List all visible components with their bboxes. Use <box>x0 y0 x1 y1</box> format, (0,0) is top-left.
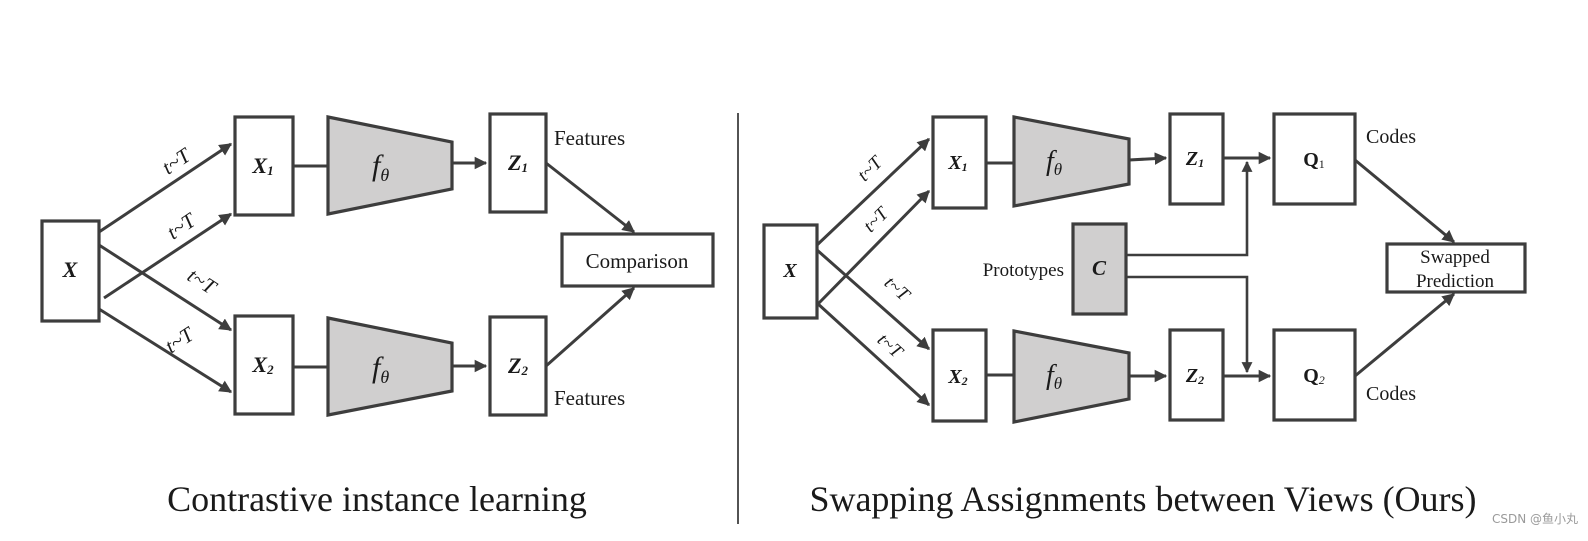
left-aug-label-1: t~T <box>157 142 195 179</box>
left-view2-label: X2 <box>251 352 274 377</box>
right-q1-to-swapped <box>1354 158 1455 244</box>
right-view1-box <box>931 115 988 210</box>
right-view2-label: X2 <box>947 366 967 388</box>
right-aug-label-3: t~T <box>880 272 915 306</box>
watermark: CSDN @鱼小丸 <box>1492 512 1578 526</box>
right-aug-edge-3 <box>815 189 931 307</box>
right-q1-label: Q1 <box>1303 149 1325 171</box>
right-aug-label-1: t~T <box>853 151 887 185</box>
right-z2-label: Z2 <box>1185 365 1204 387</box>
right-caption: Swapping Assignments between Views (Ours… <box>809 479 1476 519</box>
left-comparison-label: Comparison <box>586 249 689 273</box>
left-aug-edge-1 <box>98 142 233 234</box>
right-input-box <box>762 223 819 320</box>
right-input-label: X <box>782 260 797 282</box>
right-prototypes-label: Prototypes <box>983 260 1064 281</box>
right-swapped-line1: Swapped <box>1420 247 1490 268</box>
right-aug-edge-2 <box>816 248 930 351</box>
right-swapped-box <box>1385 242 1527 294</box>
right-view1-label: X1 <box>947 152 967 174</box>
right-prototypes-box-label: C <box>1092 256 1107 280</box>
right-aug-edge-4 <box>815 301 931 407</box>
left-z2-to-comparison <box>545 286 635 368</box>
right-z2-box <box>1168 328 1225 422</box>
right-z1-label: Z1 <box>1185 148 1204 170</box>
left-z1-to-comparison <box>545 161 635 234</box>
right-z1-box <box>1168 112 1225 206</box>
right-view2-box <box>931 328 988 423</box>
right-prototypes-to-z2-edge <box>1126 275 1253 374</box>
right-codes-top: Codes <box>1366 126 1416 148</box>
left-comparison-box <box>560 232 715 288</box>
right-q2-to-swapped <box>1354 292 1455 378</box>
left-view2-box <box>233 314 295 416</box>
left-encoder-1 <box>326 115 454 216</box>
right-encoder-1-label: fθ <box>1046 146 1062 179</box>
right-prototypes-box <box>1071 222 1128 316</box>
right-panel: X t~T t~T t~T t~T X1 X2 fθ fθ Z1 Z2 Prot… <box>762 112 1527 519</box>
right-prototypes-to-z1-edge <box>1126 160 1253 257</box>
left-encoder-2 <box>326 316 454 417</box>
left-view1-label: X1 <box>251 153 273 178</box>
right-encoder-2 <box>1012 329 1131 424</box>
left-input-label: X <box>62 257 79 282</box>
left-aug-edge-3 <box>103 212 233 300</box>
right-encoder1-to-z1 <box>1128 152 1168 165</box>
left-z1-label: Z1 <box>507 150 528 175</box>
left-view1-box <box>233 115 295 217</box>
right-encoder-2-label: fθ <box>1046 360 1062 393</box>
right-q2-label: Q2 <box>1303 365 1325 387</box>
right-encoder-1 <box>1012 115 1131 208</box>
left-aug-label-3: t~T <box>183 263 221 300</box>
left-features-bottom: Features <box>554 386 625 410</box>
left-aug-edge-2 <box>98 243 233 332</box>
left-z1-box <box>488 112 548 214</box>
right-q1-box <box>1272 112 1357 206</box>
left-aug-edge-4 <box>98 307 233 394</box>
left-caption: Contrastive instance learning <box>167 479 587 519</box>
right-swapped-line2: Prediction <box>1416 271 1495 292</box>
right-aug-edge-1 <box>815 137 931 247</box>
right-codes-bottom: Codes <box>1366 383 1416 405</box>
left-z2-box <box>488 315 548 417</box>
left-panel: X t~T t~T t~T t~T X1 X2 fθ fθ Z1 Z2 Feat… <box>40 112 715 519</box>
left-features-top: Features <box>554 126 625 150</box>
left-z2-label: Z2 <box>507 353 528 378</box>
left-input-box <box>40 219 101 323</box>
